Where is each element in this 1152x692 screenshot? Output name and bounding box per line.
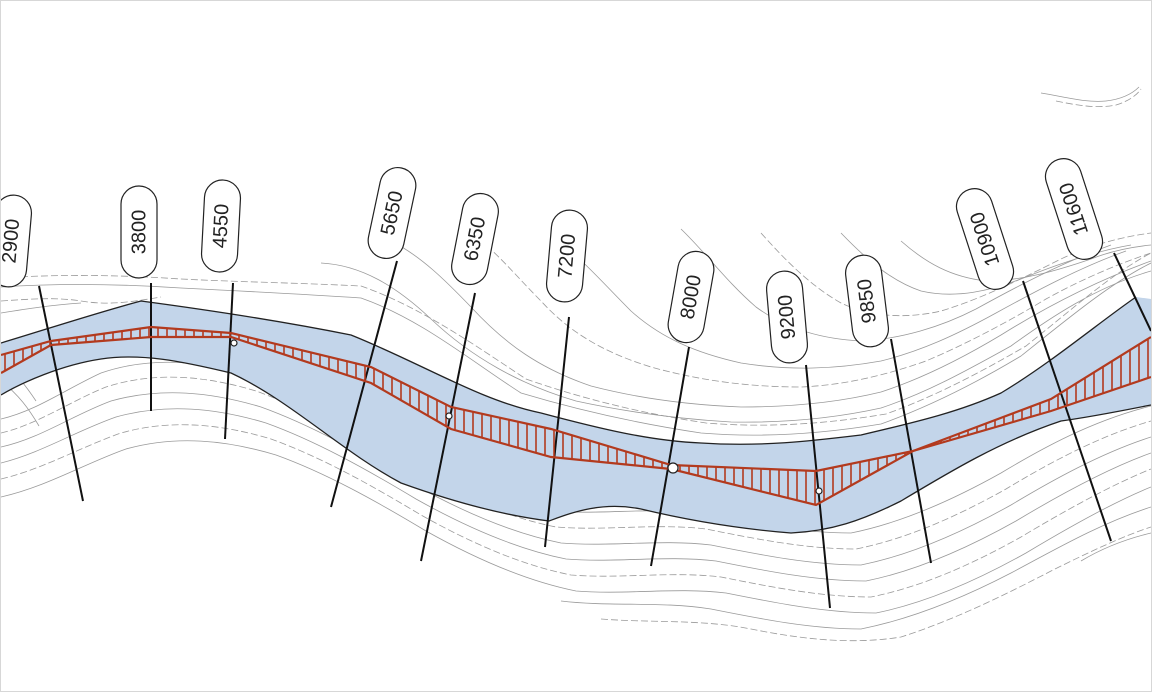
terrain-contours	[1, 86, 1151, 642]
survey-marker	[230, 339, 238, 347]
route-edge-top	[1, 325, 1151, 473]
route-edge-bottom	[1, 335, 1151, 507]
station-tag-4550: 4550	[200, 179, 242, 273]
station-tag-2900: 2900	[1, 194, 33, 288]
station-label: 9200	[774, 294, 800, 340]
survey-marker	[667, 462, 679, 474]
station-tag-3800: 3800	[120, 185, 158, 279]
station-label: 9850	[854, 278, 881, 325]
cross-section-line-10900	[1022, 280, 1112, 542]
contour-line	[390, 240, 1151, 408]
station-tag-box	[200, 179, 242, 273]
contour-line	[1080, 532, 1151, 562]
station-tag-9200: 9200	[765, 270, 809, 364]
survey-marker	[815, 487, 823, 495]
station-tag-box	[667, 250, 715, 344]
station-tag-11600: 11600	[1044, 158, 1104, 260]
cross-section-line-2900	[38, 285, 84, 502]
station-tag-box	[120, 185, 158, 279]
station-tag-10900: 10900	[955, 188, 1015, 290]
station-tag-box	[765, 270, 809, 364]
station-tag-box	[451, 192, 499, 286]
contour-line	[1, 376, 1151, 550]
cross-section-line-9200	[805, 364, 831, 609]
station-tag-5650: 5650	[367, 167, 417, 259]
cross-section-line-4550	[224, 282, 234, 440]
contour-line	[900, 240, 1151, 282]
contour-line	[1, 408, 1151, 582]
station-tag-box	[367, 167, 417, 259]
contour-line	[1, 392, 1151, 566]
station-tag-box	[955, 188, 1015, 290]
contour-line	[560, 506, 1151, 630]
station-tag-box	[1, 194, 33, 288]
cross-section-line-7200	[544, 316, 570, 548]
cross-section-line-8000	[650, 346, 690, 567]
cross-section-line-11600	[1113, 252, 1151, 332]
contour-line	[1055, 88, 1142, 108]
station-tag-box	[844, 254, 890, 348]
contour-line	[1040, 86, 1140, 102]
contour-line	[1, 262, 1151, 436]
contour-line	[600, 526, 1151, 642]
contour-line	[1, 440, 1151, 614]
contour-line	[1, 302, 82, 314]
cross-section-line-5650	[330, 260, 398, 508]
left-bank	[1, 296, 1137, 445]
contour-line	[1, 296, 162, 304]
station-tag-6350: 6350	[451, 192, 499, 286]
contour-line	[1, 424, 1151, 598]
station-tag-box	[1044, 158, 1104, 260]
station-tag-7200: 7200	[545, 209, 589, 303]
contour-line	[560, 242, 1127, 369]
contour-line	[470, 232, 1151, 388]
station-tag-8000: 8000	[667, 250, 715, 344]
right-bank	[1, 356, 1151, 534]
contour-line	[320, 262, 1151, 423]
station-label: 7200	[554, 233, 580, 279]
station-label: 2900	[1, 218, 24, 264]
survey-marker	[445, 412, 453, 420]
station-tag-9850: 9850	[844, 254, 890, 348]
station-label: 4550	[209, 203, 233, 249]
station-label: 3800	[128, 210, 150, 255]
contour-line	[1, 252, 1151, 426]
station-tag-box	[545, 209, 589, 303]
contour-line	[680, 228, 1112, 342]
